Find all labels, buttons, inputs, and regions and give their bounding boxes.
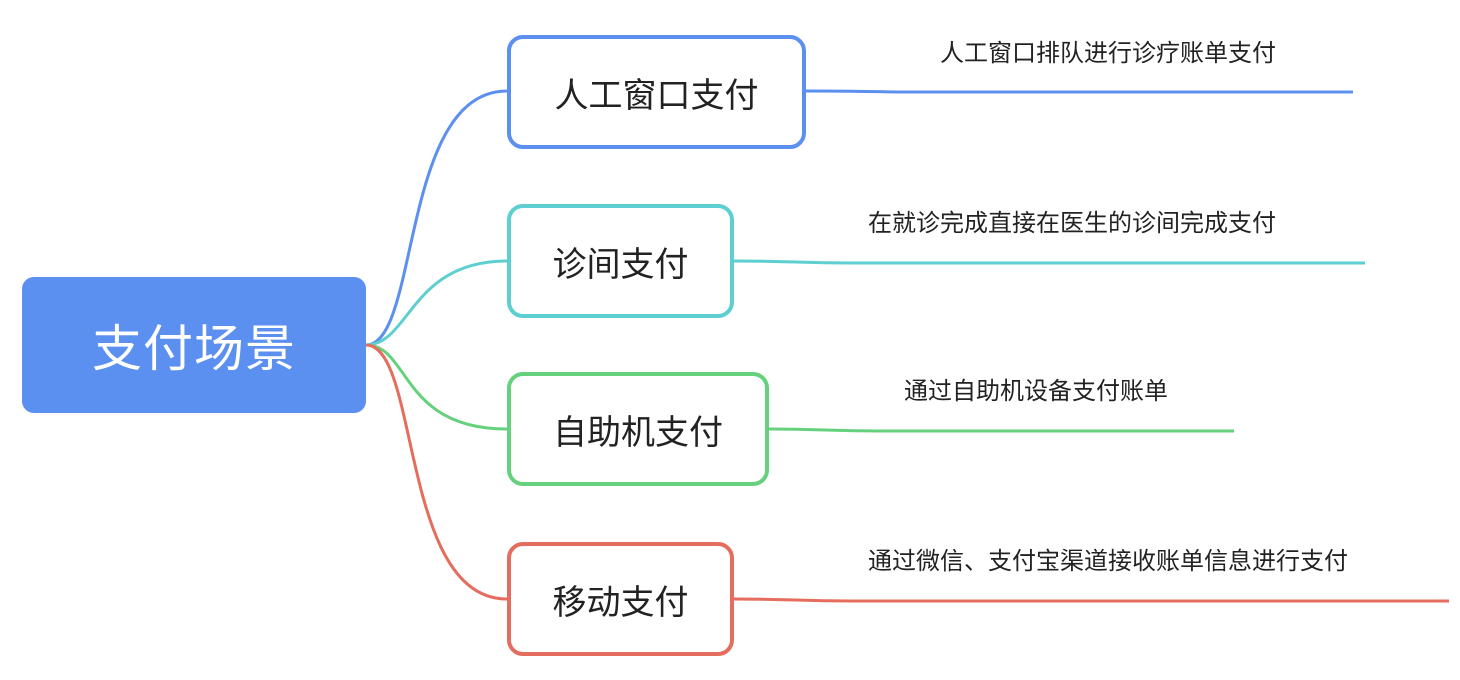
leaf-description: 通过自助机设备支付账单	[904, 377, 1168, 405]
leaf-underline	[805, 89, 1353, 94]
leaf-underline	[733, 597, 1449, 603]
leaf-description: 在就诊完成直接在医生的诊间完成支付	[868, 209, 1276, 237]
branch-node-clinic-room: 诊间支付	[507, 204, 734, 318]
root-node: 支付场景	[22, 277, 366, 413]
branch-node-self-service-kiosk: 自助机支付	[507, 372, 769, 486]
leaf-underline	[768, 427, 1234, 433]
branch-node-mobile: 移动支付	[507, 542, 734, 656]
root-to-branch-connector	[365, 89, 508, 347]
root-to-branch-connector	[365, 343, 508, 431]
leaf-underline	[733, 259, 1365, 265]
leaf-description: 通过微信、支付宝渠道接收账单信息进行支付	[868, 547, 1348, 575]
root-to-branch-connector	[365, 259, 508, 347]
leaf-description: 人工窗口排队进行诊疗账单支付	[940, 39, 1276, 67]
root-to-branch-connector	[365, 343, 508, 601]
branch-node-manual-window: 人工窗口支付	[507, 35, 806, 149]
